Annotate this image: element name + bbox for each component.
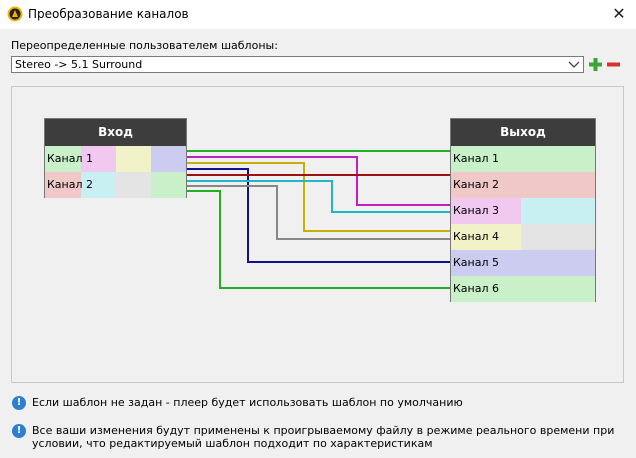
input-channel-2[interactable]: Канал 2 bbox=[45, 172, 186, 198]
input-ch2-swatch bbox=[45, 172, 81, 198]
output-ch3-swatch-magenta bbox=[451, 198, 521, 224]
input-ch2-swatch-cyan bbox=[81, 172, 116, 198]
close-button[interactable]: ✕ bbox=[612, 4, 626, 23]
input-channel-1[interactable]: Канал 1 bbox=[45, 146, 186, 172]
input-ch2-swatch-gray bbox=[116, 172, 151, 198]
output-channel-4-label: Канал 4 bbox=[453, 230, 500, 243]
input-ch1-swatch bbox=[45, 146, 81, 172]
add-preset-button[interactable] bbox=[588, 57, 603, 72]
input-ch2-swatch-green bbox=[151, 172, 186, 198]
output-channel-5-label: Канал 5 bbox=[453, 256, 500, 269]
output-channel-2[interactable]: Канал 2 bbox=[451, 172, 595, 198]
info-text-2: Все ваши изменения будут применены к про… bbox=[32, 424, 615, 450]
info-realtime-changes: ! Все ваши изменения будут применены к п… bbox=[12, 424, 622, 454]
output-panel-title: Выход bbox=[451, 119, 595, 146]
line-in1-out5[interactable] bbox=[187, 168, 451, 263]
input-panel-title: Вход bbox=[45, 119, 186, 146]
input-panel: Вход Канал 1 Канал 2 bbox=[44, 118, 187, 198]
chevron-down-icon bbox=[568, 61, 580, 68]
info-icon: ! bbox=[12, 396, 26, 410]
output-channel-4[interactable]: Канал 4 bbox=[451, 224, 595, 250]
info-icon: ! bbox=[12, 424, 26, 438]
preset-selected-value: Stereo -> 5.1 Surround bbox=[15, 58, 143, 71]
output-channel-6[interactable]: Канал 6 bbox=[451, 276, 595, 302]
info-text-1: Если шаблон не задан - плеер будет испол… bbox=[32, 396, 463, 409]
output-ch3-swatch-cyan bbox=[521, 198, 595, 224]
line-in1-out3[interactable] bbox=[187, 156, 451, 206]
line-in1-out4[interactable] bbox=[187, 162, 451, 232]
channel-mapping-canvas: Вход Канал 1 Канал 2 Выход Канал 1 Канал… bbox=[11, 86, 624, 383]
output-channel-3-label: Канал 3 bbox=[453, 204, 500, 217]
output-channel-1[interactable]: Канал 1 bbox=[451, 146, 595, 172]
preset-dropdown[interactable]: Stereo -> 5.1 Surround bbox=[11, 56, 584, 73]
output-channel-5[interactable]: Канал 5 bbox=[451, 250, 595, 276]
output-channel-3[interactable]: Канал 3 bbox=[451, 198, 595, 224]
remove-preset-button[interactable] bbox=[606, 57, 621, 72]
presets-label: Переопределенные пользователем шаблоны: bbox=[11, 39, 278, 52]
app-logo-icon bbox=[7, 6, 23, 22]
input-ch1-swatch-yellow bbox=[116, 146, 151, 172]
output-ch4-swatch-gray bbox=[521, 224, 595, 250]
line-in2-out3[interactable] bbox=[187, 180, 451, 213]
window-title: Преобразование каналов bbox=[28, 7, 189, 21]
title-bar: Преобразование каналов ✕ bbox=[0, 0, 636, 29]
input-ch1-swatch-magenta bbox=[81, 146, 116, 172]
line-in2-out4[interactable] bbox=[187, 185, 451, 240]
line-in2-out6[interactable] bbox=[187, 190, 451, 289]
input-ch1-swatch-blue bbox=[151, 146, 186, 172]
input-channel-1-label: Канал 1 bbox=[47, 152, 94, 165]
output-channel-2-label: Канал 2 bbox=[453, 178, 500, 191]
output-ch4-swatch-yellow bbox=[451, 224, 521, 250]
info-default-template: ! Если шаблон не задан - плеер будет исп… bbox=[12, 396, 622, 412]
output-panel: Выход Канал 1 Канал 2 Канал 3 Канал 4 Ка… bbox=[450, 118, 596, 302]
output-channel-6-label: Канал 6 bbox=[453, 282, 500, 295]
connection-lines bbox=[187, 150, 451, 289]
input-channel-2-label: Канал 2 bbox=[47, 178, 94, 191]
output-channel-1-label: Канал 1 bbox=[453, 152, 500, 165]
